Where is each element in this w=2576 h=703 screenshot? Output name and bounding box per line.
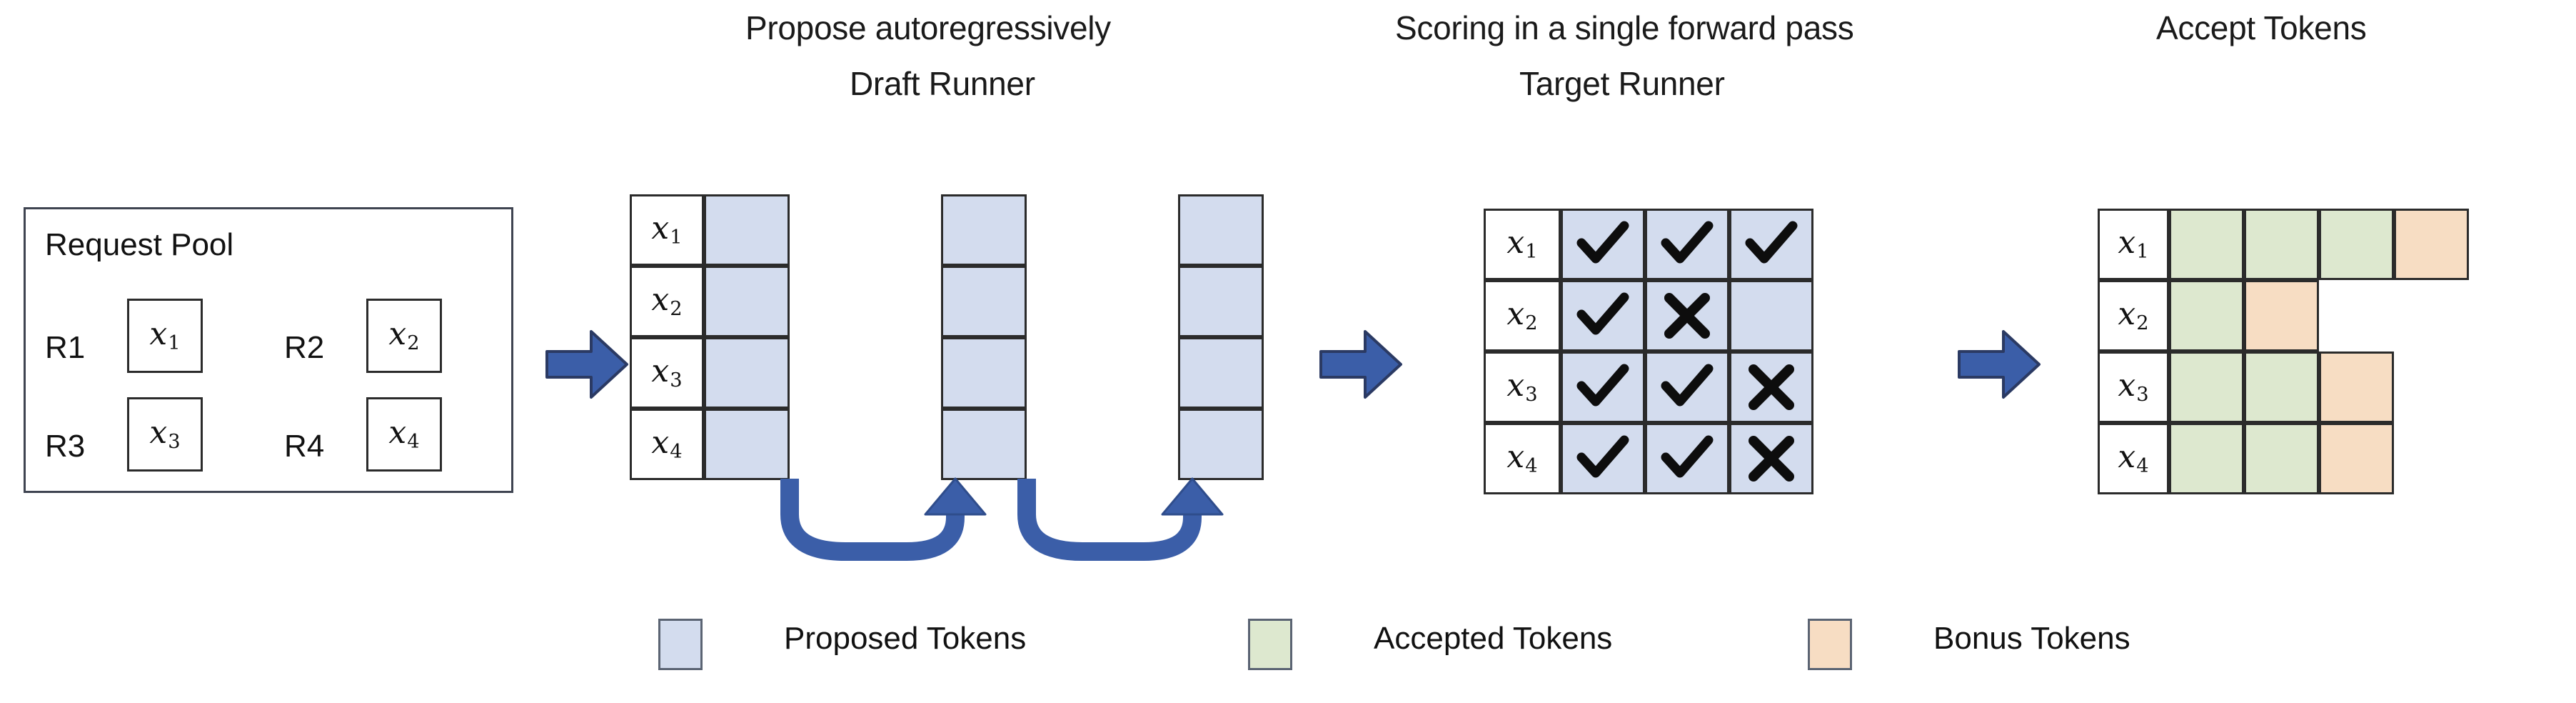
request-label-r1: R1 xyxy=(45,330,86,365)
token-glyph: x4 xyxy=(651,424,683,464)
token-glyph: x3 xyxy=(2118,367,2149,407)
accept-row-label-1: x1 xyxy=(2098,209,2169,280)
token-glyph: x4 xyxy=(2118,438,2149,478)
token-glyph: x1 xyxy=(2118,224,2149,264)
token-glyph: x3 xyxy=(149,414,181,454)
check-icon xyxy=(1576,435,1629,478)
accept-cell-r1c1 xyxy=(2169,209,2244,280)
cross-icon xyxy=(1749,364,1794,410)
target-row-label-1: x1 xyxy=(1484,209,1561,280)
legend-label-proposed: Proposed Tokens xyxy=(784,621,1027,656)
heading-propose-autoregressively: Propose autoregressively xyxy=(745,9,1111,46)
target-cell-r3c2 xyxy=(1645,352,1729,423)
accept-row-label-4: x4 xyxy=(2098,423,2169,494)
draft-proposed-cell xyxy=(704,409,790,480)
accept-cell-r2c1 xyxy=(2169,280,2244,352)
target-cell-r2c2 xyxy=(1645,280,1729,352)
request-token-box-r4: x4 xyxy=(366,397,442,472)
draft-proposed-cell xyxy=(941,194,1027,266)
request-pool-title: Request Pool xyxy=(45,227,234,262)
accept-cell-r4c2 xyxy=(2244,423,2319,494)
draft-proposed-cell xyxy=(1178,194,1264,266)
draft-proposed-cell xyxy=(1178,409,1264,480)
loop-arrow-step2-to-step3 xyxy=(1008,477,1237,570)
request-label-r3: R3 xyxy=(45,429,86,464)
accept-cell-r2c2-bonus xyxy=(2244,280,2319,352)
draft-row-label-2: x2 xyxy=(630,266,704,337)
legend-swatch-accepted xyxy=(1248,619,1292,670)
legend-swatch-proposed xyxy=(658,619,703,670)
check-icon xyxy=(1576,292,1629,335)
loop-arrow-step1-to-step2 xyxy=(771,477,1000,570)
target-cell-r2c3-empty xyxy=(1729,280,1813,352)
request-label-r2: R2 xyxy=(284,330,325,365)
check-icon xyxy=(1661,364,1714,407)
target-cell-r2c1 xyxy=(1561,280,1645,352)
accept-cell-r3c2 xyxy=(2244,352,2319,423)
accept-cell-r4c1 xyxy=(2169,423,2244,494)
cross-icon xyxy=(1749,436,1794,482)
legend-label-accepted: Accepted Tokens xyxy=(1374,621,1613,656)
check-icon xyxy=(1661,435,1714,478)
draft-proposed-cell xyxy=(704,266,790,337)
accept-cell-r3c3-bonus xyxy=(2319,352,2394,423)
target-cell-r3c1 xyxy=(1561,352,1645,423)
draft-proposed-cell xyxy=(704,337,790,409)
accept-cell-r1c2 xyxy=(2244,209,2319,280)
draft-proposed-cell xyxy=(941,266,1027,337)
heading-draft-runner: Draft Runner xyxy=(850,65,1035,102)
target-row-label-3: x3 xyxy=(1484,352,1561,423)
accept-row-label-3: x3 xyxy=(2098,352,2169,423)
accept-cell-r1c3 xyxy=(2319,209,2394,280)
token-glyph: x2 xyxy=(651,281,683,321)
request-token-box-r3: x3 xyxy=(127,397,203,472)
draft-proposed-cell xyxy=(941,409,1027,480)
token-glyph: x2 xyxy=(388,315,420,355)
token-glyph: x2 xyxy=(1506,295,1538,335)
request-token-box-r1: x1 xyxy=(127,299,203,373)
token-glyph: x4 xyxy=(1506,438,1538,478)
token-glyph: x4 xyxy=(388,414,420,454)
request-token-box-r2: x2 xyxy=(366,299,442,373)
draft-row-label-4: x4 xyxy=(630,409,704,480)
legend-swatch-bonus xyxy=(1808,619,1852,670)
check-icon xyxy=(1576,221,1629,264)
target-cell-r1c3 xyxy=(1729,209,1813,280)
cross-icon xyxy=(1664,293,1710,339)
token-glyph: x3 xyxy=(1506,367,1538,407)
draft-row-label-3: x3 xyxy=(630,337,704,409)
target-row-label-2: x2 xyxy=(1484,280,1561,352)
target-cell-r1c2 xyxy=(1645,209,1729,280)
accept-cell-r4c3-bonus xyxy=(2319,423,2394,494)
token-glyph: x3 xyxy=(651,352,683,392)
token-glyph: x1 xyxy=(149,315,181,355)
target-cell-r1c1 xyxy=(1561,209,1645,280)
draft-proposed-cell xyxy=(1178,266,1264,337)
accept-cell-r3c1 xyxy=(2169,352,2244,423)
draft-proposed-cell xyxy=(1178,337,1264,409)
target-cell-r4c1 xyxy=(1561,423,1645,494)
target-row-label-4: x4 xyxy=(1484,423,1561,494)
target-cell-r3c3 xyxy=(1729,352,1813,423)
heading-target-runner: Target Runner xyxy=(1519,65,1725,102)
token-glyph: x1 xyxy=(1506,224,1538,264)
check-icon xyxy=(1745,221,1798,264)
draft-row-label-1: x1 xyxy=(630,194,704,266)
draft-proposed-cell xyxy=(704,194,790,266)
request-label-r4: R4 xyxy=(284,429,325,464)
legend-label-bonus: Bonus Tokens xyxy=(1933,621,2130,656)
token-glyph: x1 xyxy=(651,209,683,249)
accept-cell-r1c4-bonus xyxy=(2394,209,2469,280)
accept-row-label-2: x2 xyxy=(2098,280,2169,352)
check-icon xyxy=(1661,221,1714,264)
target-cell-r4c2 xyxy=(1645,423,1729,494)
token-glyph: x2 xyxy=(2118,295,2149,335)
heading-scoring-single-forward-pass: Scoring in a single forward pass xyxy=(1395,9,1854,46)
check-icon xyxy=(1576,364,1629,407)
target-cell-r4c3 xyxy=(1729,423,1813,494)
heading-accept-tokens: Accept Tokens xyxy=(2156,9,2367,46)
draft-proposed-cell xyxy=(941,337,1027,409)
